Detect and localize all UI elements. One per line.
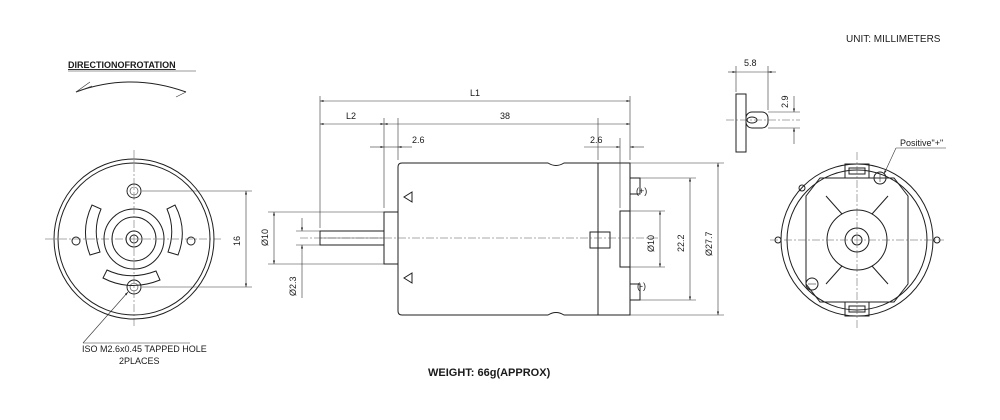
dim-total-length: L1 xyxy=(470,88,480,98)
front-view: 16 ISO M2.6x0.45 TAPPED HOLE 2PLACES xyxy=(45,150,252,366)
dim-shaft-length: L2 xyxy=(346,111,356,121)
dim-shaft-dia: Ø2.3 xyxy=(288,276,298,296)
dim-rear-boss-dia: Ø10 xyxy=(646,235,656,252)
weight-label: WEIGHT: 66g(APPROX) xyxy=(428,367,551,379)
dim-terminal-height: 2.9 xyxy=(780,95,790,108)
dim-terminal-spacing: 22.2 xyxy=(676,234,686,252)
terminal-positive xyxy=(629,177,641,195)
dim-boss-dia: Ø10 xyxy=(260,229,270,246)
direction-label: DIRECTIONOFROTATION xyxy=(68,60,176,70)
terminal-negative xyxy=(629,283,641,301)
dim-boss-front: 2.6 xyxy=(412,135,425,145)
hole-note-line2: 2PLACES xyxy=(119,356,160,366)
dim-body-length: 38 xyxy=(500,111,510,121)
dim-body-dia: Ø27.7 xyxy=(704,231,714,256)
side-view: (+) (-) L1 L2 38 2.6 2.6 xyxy=(260,88,724,316)
dim-boss-rear: 2.6 xyxy=(590,135,603,145)
rear-view: Positive"+" xyxy=(770,138,946,328)
dim-terminal-width: 5.8 xyxy=(744,58,757,68)
hole-note-line1: ISO M2.6x0.45 TAPPED HOLE xyxy=(82,344,207,354)
terminal-detail: 5.8 2.9 xyxy=(726,58,800,153)
positive-label: Positive"+" xyxy=(900,138,943,148)
terminal-positive-label: (+) xyxy=(636,186,647,196)
motor-body xyxy=(397,162,599,316)
unit-label: UNIT: MILLIMETERS xyxy=(846,34,941,45)
terminal-negative-label: (-) xyxy=(637,281,646,291)
positive-marker-icon xyxy=(873,171,887,185)
direction-of-rotation: DIRECTIONOFROTATION xyxy=(68,60,196,98)
rotation-arrow-icon xyxy=(75,81,187,93)
dim-hole-spacing: 16 xyxy=(232,236,242,246)
